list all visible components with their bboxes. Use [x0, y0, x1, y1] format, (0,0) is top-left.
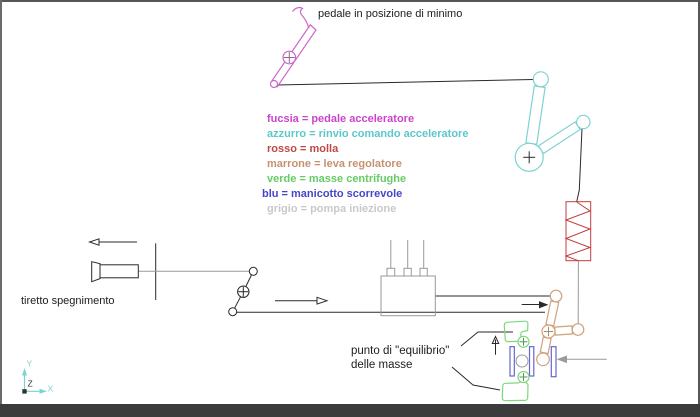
knob-link-1 [245, 274, 252, 287]
ucs-icon: Y X Z [22, 359, 54, 394]
lever-eye-right [571, 323, 585, 336]
sliding-sleeve [509, 346, 557, 378]
crank-to-spring-line [576, 128, 583, 202]
pump-body [380, 275, 436, 317]
ucs-y-arrowhead [22, 368, 27, 376]
equilibrium-label-line2: delle masse [351, 358, 413, 371]
accelerator-pedal [269, 6, 317, 89]
lever-arm-right [554, 325, 574, 336]
arrow-left-top [87, 238, 137, 246]
knob-pivot-top [248, 266, 258, 276]
lever-roller [536, 352, 550, 367]
pedal-position-label: pedale in posizione di minimo [318, 8, 463, 20]
legend-item-marrone: marrone = leva regolatore [267, 158, 402, 170]
knob-pivot-bottom [228, 307, 238, 317]
ucs-x-arrowhead [39, 388, 47, 394]
pedal-pivot [269, 79, 279, 89]
equilibrium-label-line1: punto di "equilibrio" [351, 345, 450, 357]
injection-pump [138, 240, 579, 324]
knob-link-2 [234, 296, 242, 309]
window-border-right [698, 0, 700, 404]
ucs-x-label: X [48, 384, 54, 394]
sleeve-bar-1 [509, 346, 515, 377]
lever-eye-top [549, 289, 563, 303]
legend-item-fucsia: fucsia = pedale acceleratore [267, 113, 415, 125]
linkage-lines [155, 79, 583, 391]
mass-top [503, 320, 529, 343]
legend-item-verde: verde = masse centrifughe [267, 173, 407, 185]
window-bottom-bar [0, 404, 700, 417]
ucs-z-label: Z [28, 379, 33, 389]
arrow-left-sleeve [556, 355, 607, 364]
sleeve-bar-3 [550, 346, 557, 378]
spring [564, 201, 592, 262]
arrow-up-masses [491, 335, 500, 355]
knob-head [91, 261, 101, 283]
lever-arm-bottom [539, 336, 552, 355]
ucs-y-label: Y [27, 359, 33, 369]
pump-stub-2 [403, 267, 412, 277]
equilibrium-label: punto di "equilibrio" delle masse [351, 345, 449, 372]
legend-item-azzurro: azzurro = rinvio comando acceleratore [267, 128, 469, 140]
spring-case [565, 201, 592, 262]
centrifugal-masses [501, 320, 530, 402]
crank-eye-right [575, 114, 591, 130]
crank-eye-top [532, 71, 549, 88]
pedal-pad [292, 6, 310, 29]
pedal-to-crank-line [277, 79, 534, 86]
leader-line-top-mass [460, 331, 513, 347]
pump-stub-3 [419, 267, 428, 277]
leader-line-bottom-mass [451, 366, 501, 391]
mass-bottom [501, 380, 529, 402]
direction-arrows [87, 238, 607, 364]
arrow-right-lever [521, 301, 549, 309]
window-border-left [0, 0, 2, 404]
legend-item-grigio: grigio = pompa iniezione [267, 203, 397, 215]
pump-stub-1 [386, 267, 396, 277]
crank-arm-1 [525, 85, 546, 145]
tiretto-label: tiretto spegnimento [21, 295, 115, 307]
color-legend: fucsia = pedale acceleratore azzurro = r… [262, 112, 468, 217]
sleeve-gray-roller [515, 354, 529, 368]
arrow-right-mid [275, 296, 329, 305]
accelerator-bellcrank [514, 71, 591, 172]
shutoff-knob [91, 261, 258, 317]
legend-item-rosso: rosso = molla [267, 143, 339, 155]
spring-coil [564, 201, 592, 262]
ucs-origin-square [22, 389, 27, 394]
governor-lever [536, 289, 585, 367]
legend-item-blu: blu = manicotto scorrevole [262, 188, 403, 200]
knob-body [99, 264, 139, 279]
crank-arm-2 [537, 121, 582, 155]
window-border-top [0, 0, 700, 2]
sleeve-bar-2 [528, 346, 535, 377]
